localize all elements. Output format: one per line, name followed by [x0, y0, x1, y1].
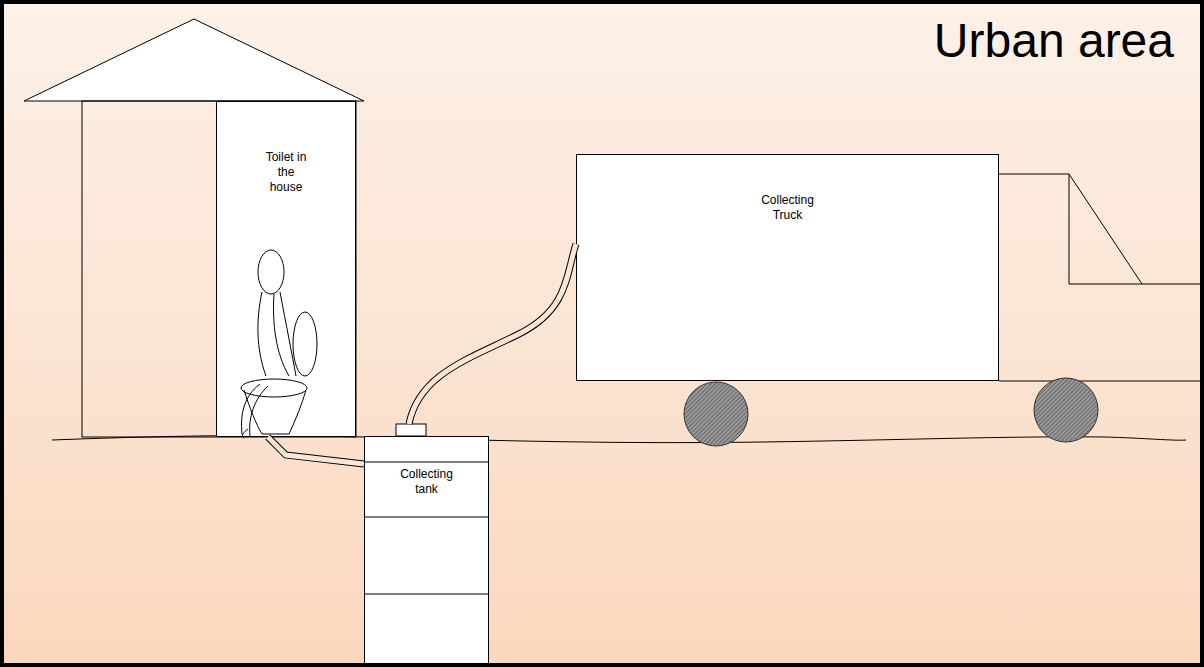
node-label: Toilet in the house — [260, 150, 312, 195]
truck-cab — [999, 174, 1204, 284]
collecting-truck: Collecting Truck — [576, 154, 999, 381]
house-roof — [24, 19, 364, 101]
illustration — [4, 4, 1204, 667]
diagram-title: Urban area — [934, 12, 1174, 70]
pipe-connector — [268, 437, 364, 464]
tank-cap — [396, 424, 426, 436]
collecting-tank: Collecting tank — [364, 436, 489, 664]
node-label: Collecting tank — [392, 467, 462, 497]
truck-chassis — [999, 381, 1204, 382]
node-label: Collecting Truck — [756, 193, 820, 223]
tank-division — [364, 517, 489, 518]
tank-division — [364, 462, 489, 463]
connector-layer — [4, 4, 1204, 667]
pipe-connector — [409, 244, 576, 424]
person-on-toilet — [241, 250, 317, 438]
truck-wheel — [684, 382, 748, 446]
toilet-room: Toilet in the house — [216, 101, 356, 437]
house-wall — [82, 101, 356, 437]
truck-wheel — [1034, 378, 1098, 442]
tank-division — [364, 594, 489, 595]
